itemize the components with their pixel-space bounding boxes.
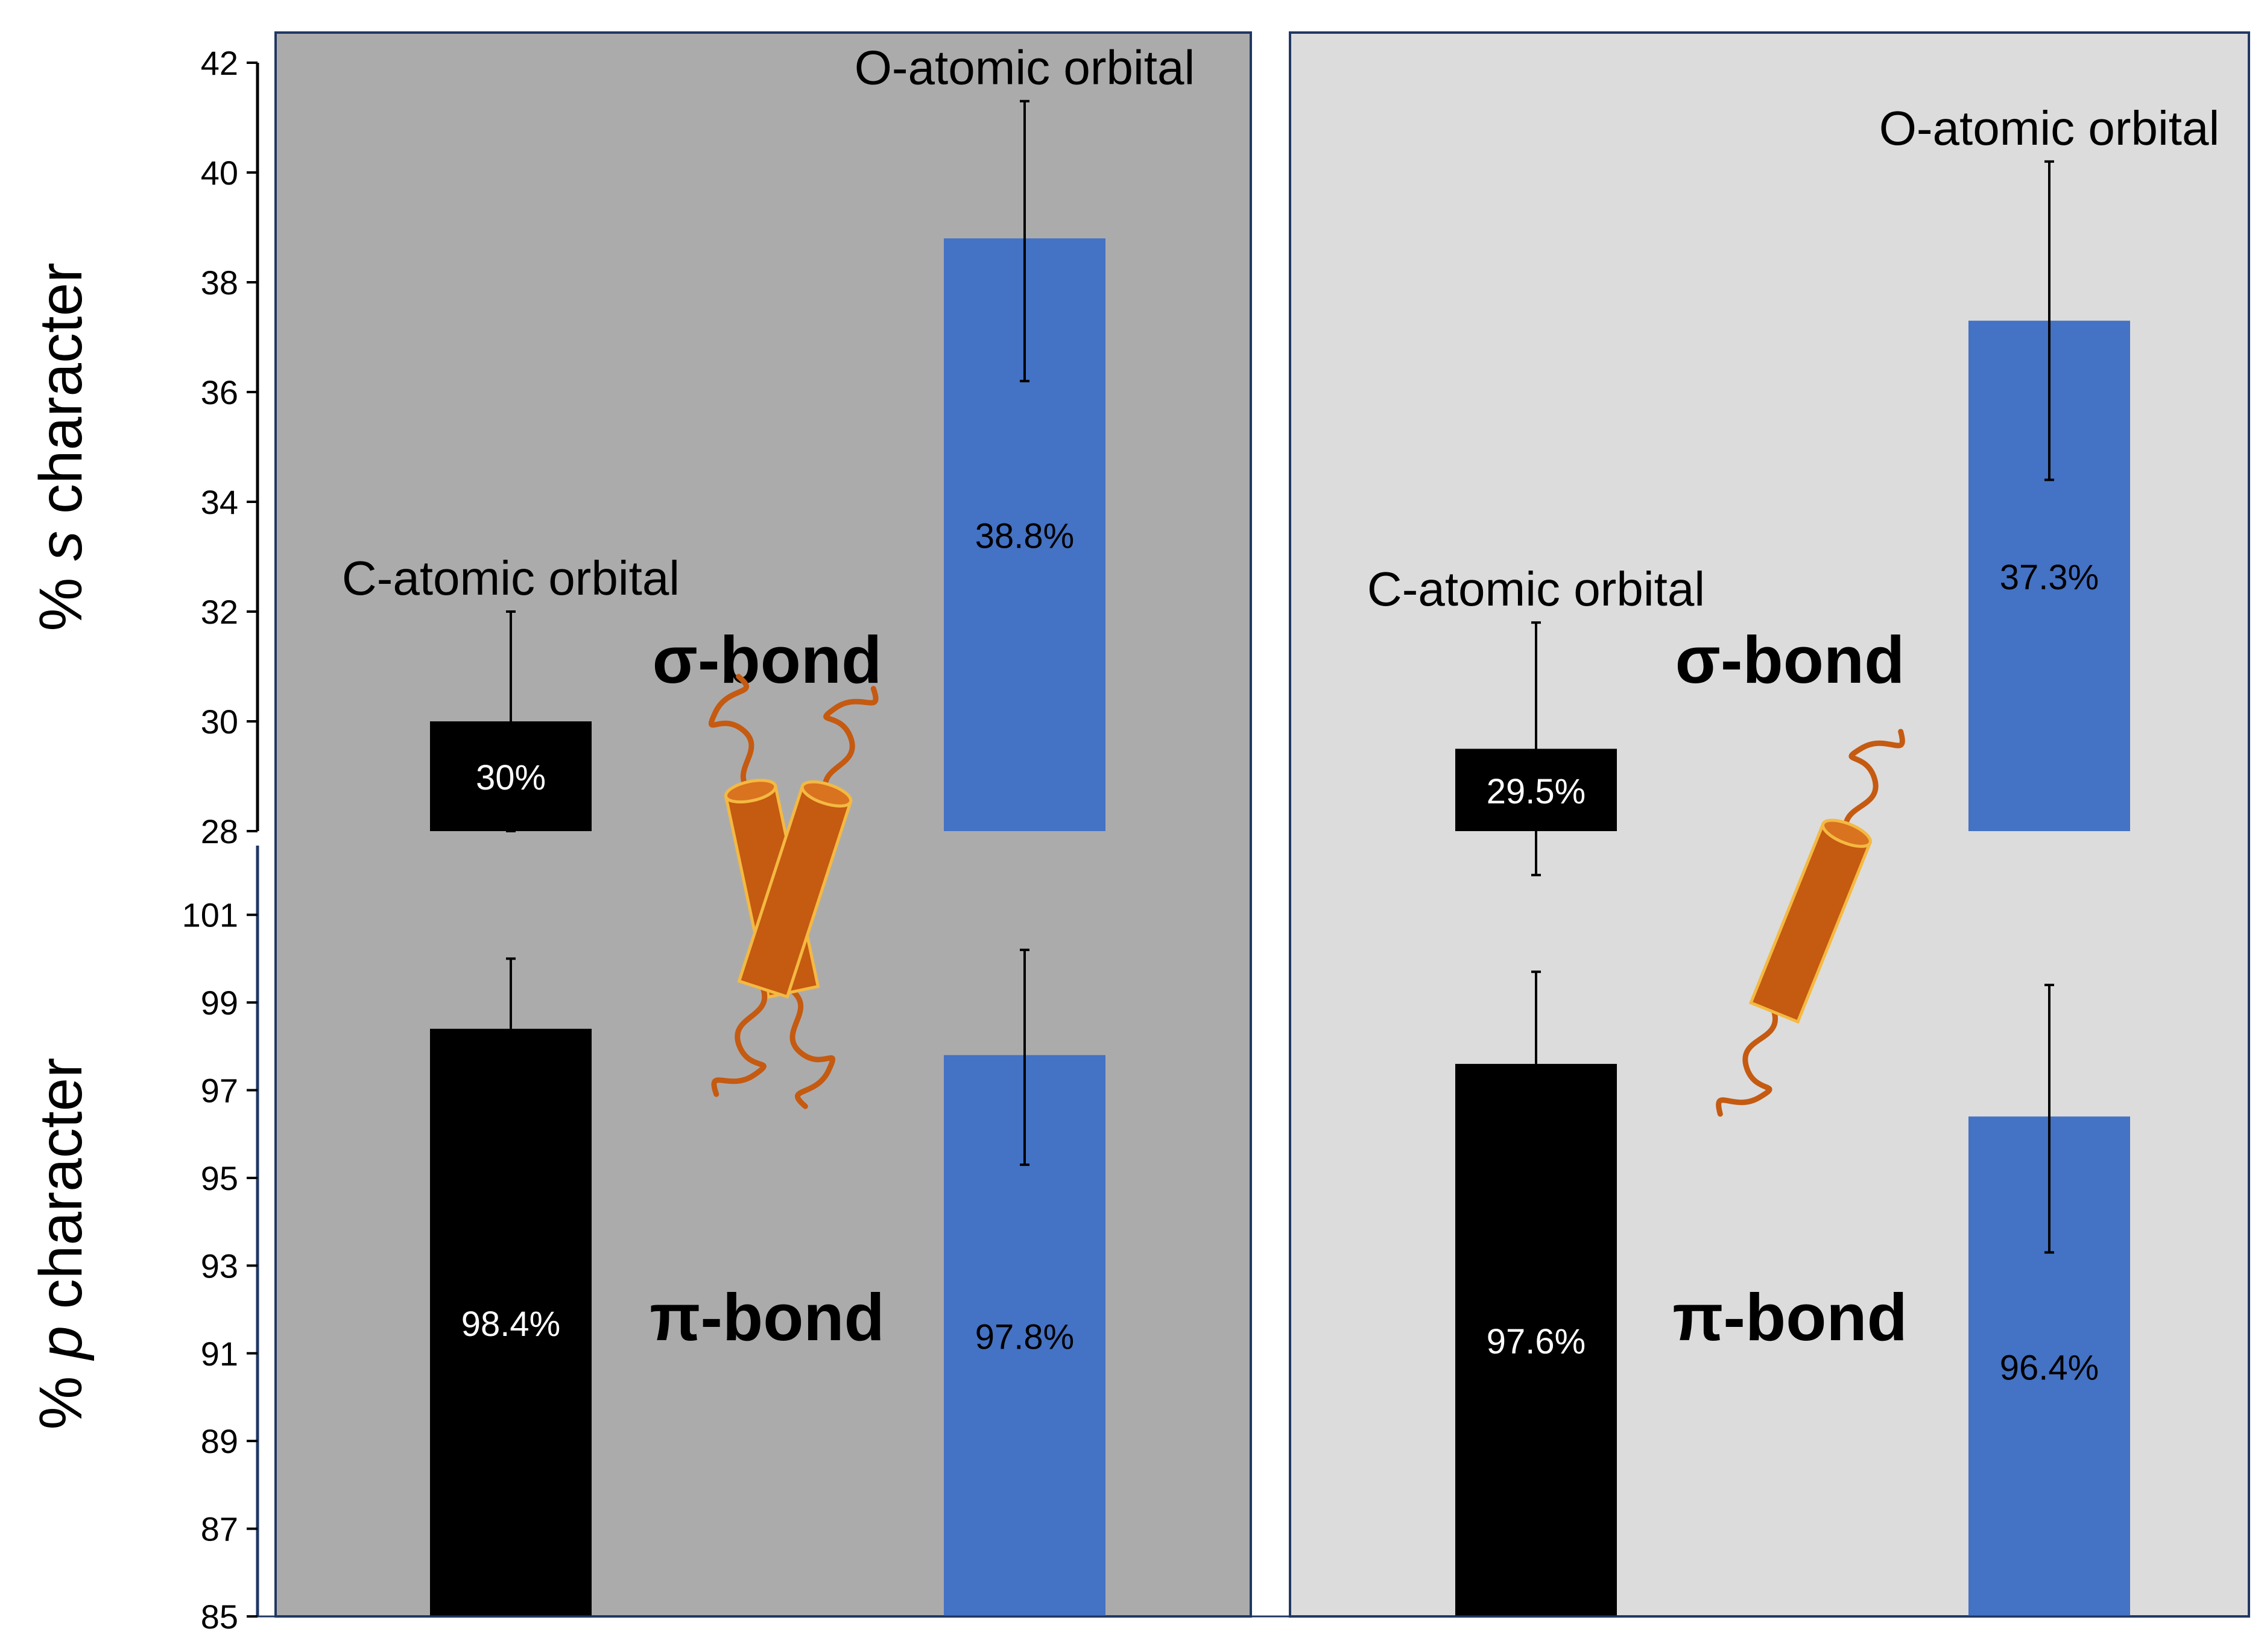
helix-icon (1716, 729, 1905, 1117)
y-tick-label: 38 (201, 264, 238, 302)
atom-orbital-label: O-atomic orbital (855, 41, 1195, 95)
helix-loop (711, 986, 768, 1097)
y-tick-label: 99 (201, 984, 238, 1022)
y-tick-label: 91 (201, 1335, 238, 1373)
y-tick-label: 85 (201, 1598, 238, 1636)
c-atom-p-bar-group: 98.4% (430, 957, 592, 1616)
y-axis-s-character: 28 30 32 34 36 38 40 42 % s character (27, 44, 259, 850)
helix-single (1716, 729, 1905, 1117)
y-tick-label: 28 (201, 812, 238, 850)
sigma-bond-label: σ-bond (653, 623, 882, 697)
y-axis-label: % p character (27, 1058, 95, 1430)
data-label: 38.8% (975, 517, 1074, 556)
helix-cap (724, 779, 777, 804)
y-tick-label: 32 (201, 593, 238, 631)
panel-1: 30% C-atomic orbital 38.8% O-atomic orbital… (342, 41, 1195, 1616)
y-tick-label: 95 (201, 1159, 238, 1197)
y-tick-label: 34 (201, 483, 238, 521)
helix-cap (1821, 818, 1872, 848)
p-character-bar (430, 1028, 592, 1616)
atom-orbital-label: C-atomic orbital (1367, 562, 1705, 616)
data-label: 96.4% (2000, 1349, 2099, 1388)
data-label: 29.5% (1487, 772, 1586, 811)
y-tick-label: 42 (201, 44, 238, 82)
y-axis-p-character: 85 87 89 91 93 95 97 99 101 % p character (27, 846, 259, 1636)
helix-cap (800, 780, 853, 808)
y-tick-label: 97 (201, 1072, 238, 1110)
helix-loop (1842, 729, 1905, 837)
helix-loop (1716, 1009, 1779, 1117)
y-tick-label: 101 (182, 896, 238, 934)
sigma-bond-label: σ-bond (1675, 623, 1905, 697)
data-label: 97.6% (1487, 1322, 1586, 1361)
y-tick-label: 36 (201, 373, 238, 411)
y-tick-label: 30 (201, 703, 238, 741)
helix-loop (708, 674, 754, 794)
helix-right (711, 686, 879, 1097)
o-atom-p-bar-group: 97.8% (944, 948, 1105, 1616)
data-label: 30% (476, 758, 546, 797)
y-axis-label: % s character (27, 262, 95, 631)
o-atom-s-bar-group: 37.3% O-atomic orbital (1879, 101, 2220, 831)
y-tick-label: 89 (201, 1422, 238, 1460)
panel-2: 29.5% C-atomic orbital 37.3% O-atomic orbit… (1367, 101, 2219, 1616)
y-tick-label: 93 (201, 1247, 238, 1285)
data-label: 37.3% (2000, 558, 2099, 597)
o-atom-s-bar-group: 38.8% O-atomic orbital (855, 41, 1195, 831)
p-character-bar (1455, 1063, 1617, 1616)
o-atom-p-bar-group: 96.4% (1968, 984, 2130, 1616)
atom-orbital-label: O-atomic orbital (1879, 101, 2220, 155)
helix-icon (708, 674, 879, 1109)
y-tick-label: 87 (201, 1510, 238, 1548)
atom-orbital-label: C-atomic orbital (342, 551, 680, 605)
pi-bond-label: π-bond (650, 1280, 885, 1355)
c-atom-s-bar-group: 29.5% C-atomic orbital (1367, 562, 1705, 876)
y-tick-label: 40 (201, 154, 238, 192)
c-atom-p-bar-group: 97.6% (1455, 970, 1617, 1616)
helix-loop (822, 686, 879, 797)
c-atom-s-bar-group: 30% C-atomic orbital (342, 551, 680, 832)
data-label: 97.8% (975, 1318, 1074, 1357)
pi-bond-label: π-bond (1672, 1280, 1908, 1355)
helix-loop (789, 989, 836, 1109)
data-label: 98.4% (461, 1305, 560, 1344)
